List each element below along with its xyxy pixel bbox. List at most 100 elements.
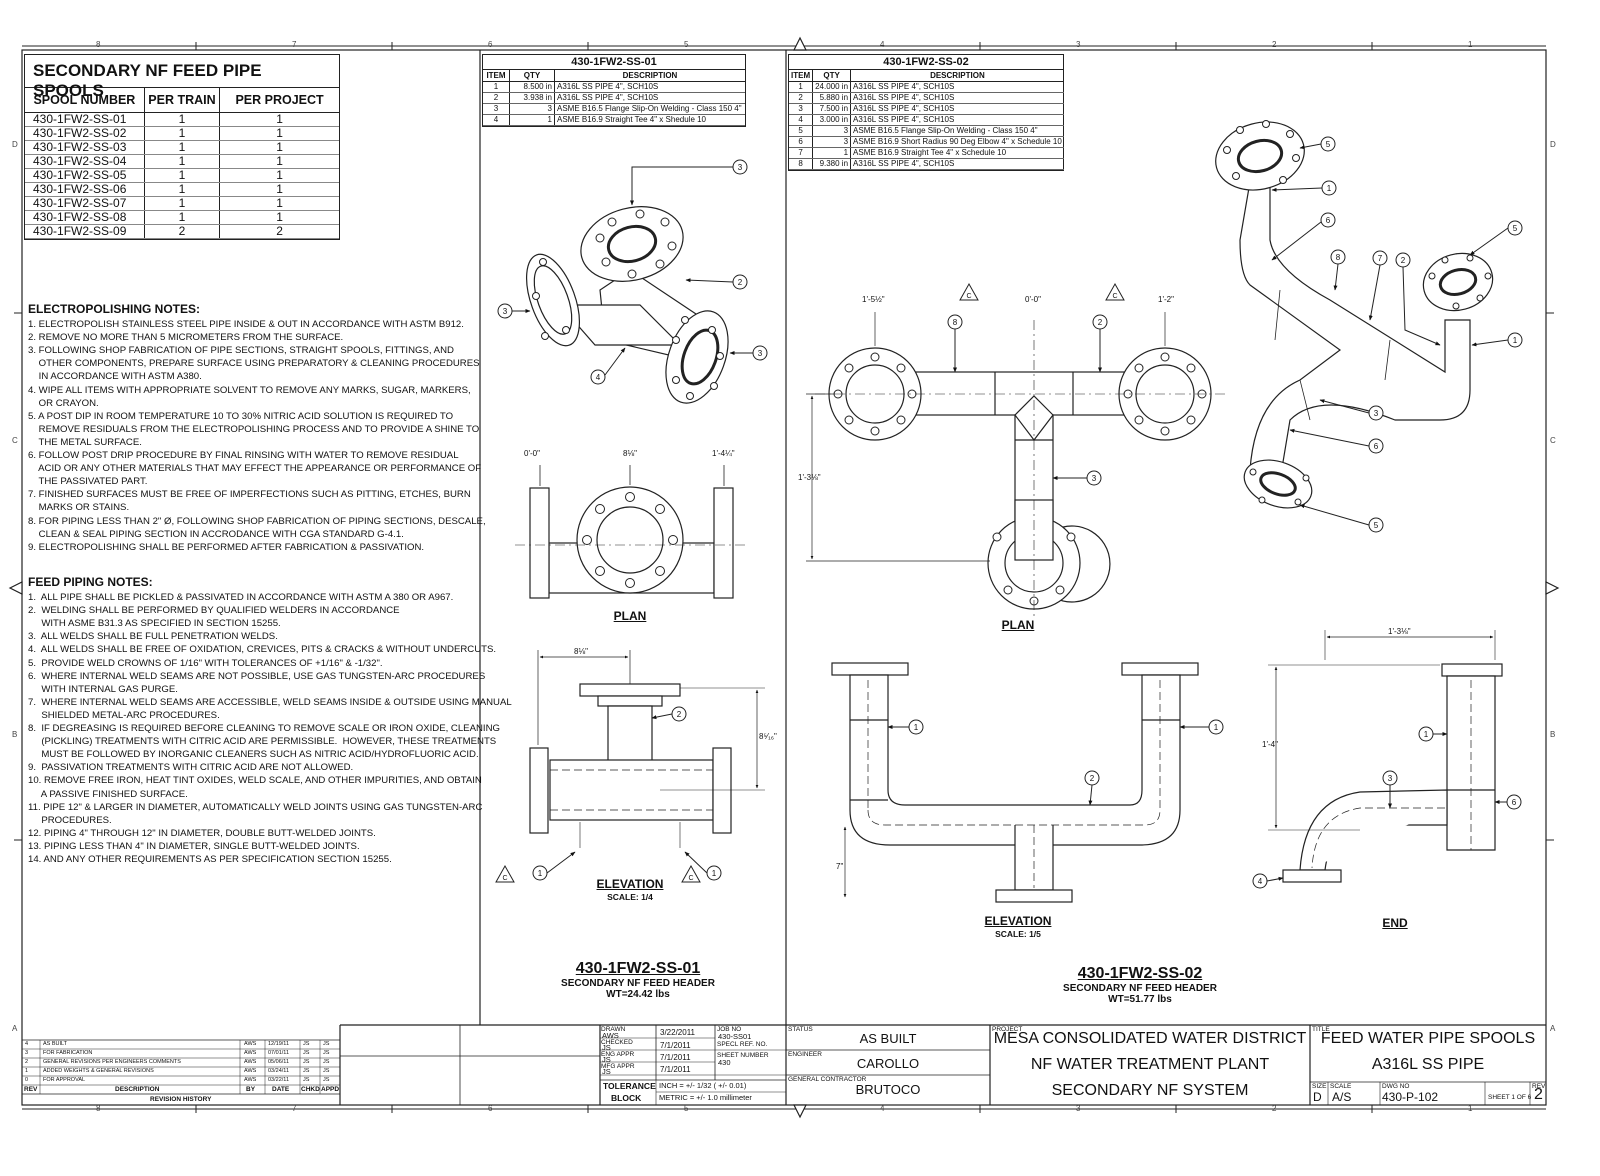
svg-text:5: 5 [1374, 521, 1379, 530]
feed-piping-notes: FEED PIPING NOTES: 1. ALL PIPE SHALL BE … [28, 575, 512, 866]
zone-col: 3 [1076, 1104, 1081, 1113]
note-line: ACID OR ANY OTHER MATERIALS THAT MAY EFF… [28, 463, 482, 475]
svg-text:5: 5 [1326, 140, 1331, 149]
note-line: WITH INTERNAL GAS PURGE. [28, 683, 178, 695]
dimension-label: 1'-3⅛" [1388, 627, 1411, 636]
rev-header: BY [246, 1086, 256, 1093]
revision-cell: AS BUILT [43, 1041, 68, 1047]
table-cell: 2 [483, 92, 510, 104]
table-cell: 4 [789, 114, 814, 126]
tb-status: AS BUILT [859, 1031, 917, 1046]
revision-cell: FOR APPROVAL [43, 1077, 86, 1083]
svg-text:8: 8 [1336, 253, 1341, 262]
tb-label: SCALE [1330, 1083, 1352, 1090]
table-cell: 1 [219, 168, 339, 183]
table-cell: 6 [789, 136, 814, 148]
revision-cell: JS [323, 1050, 330, 1056]
tb-label: SIZE [1312, 1083, 1327, 1090]
note-line: A PASSIVE FINISHED SURFACE. [28, 788, 188, 800]
table-cell: 1 [144, 140, 221, 155]
svg-text:6: 6 [1326, 216, 1331, 225]
tb-label: SPECL REF. NO. [717, 1041, 768, 1048]
svg-text:1: 1 [1513, 336, 1518, 345]
column-header: ITEM [483, 70, 510, 82]
note-line: REMOVE RESIDUALS FROM THE ELECTROPOLISHI… [28, 423, 480, 435]
table-cell: 430-1FW2-SS-03 [25, 140, 145, 155]
tb-tolerance-metric: METRIC = +/- 1.0 millimeter [659, 1093, 752, 1102]
note-line: MUST BE FOLLOWED BY INORGANIC CLEANERS S… [28, 749, 479, 761]
tb-tolerance-label: TOLERANCE [603, 1081, 656, 1091]
zone-row: B [1550, 730, 1556, 739]
revision-cell: AWS [244, 1050, 257, 1056]
svg-text:2: 2 [738, 278, 743, 287]
note-line: THE METAL SURFACE. [28, 436, 142, 448]
revision-cell: JS [303, 1050, 310, 1056]
table-cell: 430-1FW2-SS-06 [25, 182, 145, 197]
note-line: 2. WELDING SHALL BE PERFORMED BY QUALIFI… [28, 605, 400, 617]
revision-cell: AWS [244, 1041, 257, 1047]
svg-text:8: 8 [953, 318, 958, 327]
table-cell: 1 [789, 81, 814, 93]
svg-text:C: C [688, 875, 693, 882]
revision-cell: GENERAL REVISIONS PER ENGINEERS COMMENTS [43, 1059, 181, 1065]
svg-text:1: 1 [1424, 730, 1429, 739]
svg-text:3: 3 [503, 307, 508, 316]
table-cell: 430-1FW2-SS-09 [25, 224, 145, 239]
tb-job-no: 430-SS01 [718, 1032, 752, 1041]
table-cell: 430-1FW2-SS-02 [25, 126, 145, 141]
tb-checked-by: JS [602, 1043, 611, 1052]
tb-label: CHECKED [601, 1039, 633, 1046]
tb-label: SHEET NUMBER [717, 1052, 769, 1059]
note-line: 13. PIPING LESS THAN 4" IN DIAMETER, SIN… [28, 840, 360, 852]
zone-col: 3 [1076, 40, 1081, 49]
table-cell: 1 [144, 154, 221, 169]
svg-text:2: 2 [1098, 318, 1103, 327]
table-cell: 3 [509, 103, 555, 115]
tb-engineer: CAROLLO [856, 1056, 920, 1071]
column-header: DESCRIPTION [850, 70, 1064, 82]
table-cell: 8.500 in [509, 81, 555, 93]
dimension-label: 8⅛" [623, 449, 637, 458]
tb-title-line2: A316L SS PIPE [1371, 1056, 1485, 1073]
table-cell: 1 [144, 126, 221, 141]
revision-cell: 3 [25, 1050, 29, 1056]
tb-mfg-by: JS [602, 1067, 611, 1076]
tb-label: STATUS [788, 1026, 813, 1033]
revision-cell: AWS [244, 1077, 257, 1083]
table-cell: 9.380 in [812, 158, 852, 170]
table-cell: ASME B16.5 Flange Slip-On Welding - Clas… [554, 103, 745, 115]
table-cell: 3 [812, 136, 852, 148]
zone-row: B [12, 730, 18, 739]
dimension-label: 1'-3⅛" [798, 473, 821, 482]
svg-text:1: 1 [538, 869, 543, 878]
revision-cell: 03/22/11 [268, 1077, 290, 1083]
rev-header: DATE [272, 1086, 290, 1093]
svg-text:3: 3 [758, 349, 763, 358]
column-header: SPOOL NUMBER [25, 88, 145, 113]
table-cell: 5 [789, 125, 814, 137]
table-cell: 3.000 in [812, 114, 852, 126]
table-cell: A316L SS PIPE 4", SCH10S [554, 81, 745, 93]
rev-header: CHKD [301, 1086, 320, 1093]
table-cell: 1 [144, 210, 221, 225]
svg-text:4: 4 [1258, 877, 1263, 886]
revision-cell: 03/24/11 [268, 1068, 290, 1074]
table-cell: 1 [219, 126, 339, 141]
table-cell: 2 [219, 224, 339, 239]
view-label-end: END [1382, 916, 1408, 930]
note-line: 10. REMOVE FREE IRON, HEAT TINT OXIDES, … [28, 775, 482, 787]
zone-col: 2 [1272, 40, 1277, 49]
table-cell: 1 [483, 81, 510, 93]
zone-col: 2 [1272, 1104, 1277, 1113]
